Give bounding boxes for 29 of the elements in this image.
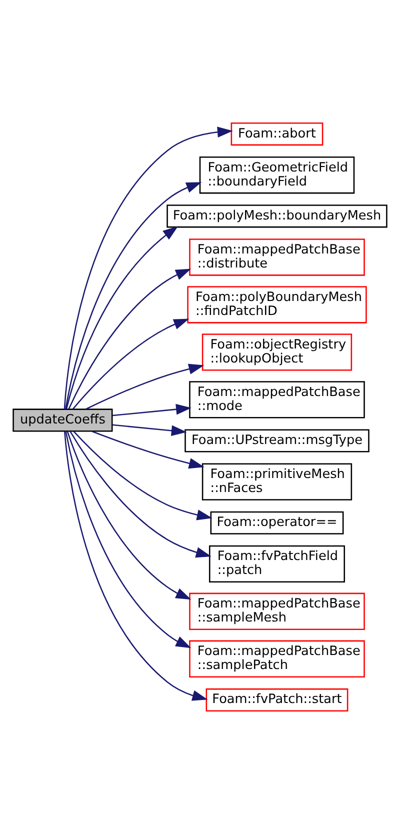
node-box: Foam::mappedPatchBase ::distribute — [189, 238, 365, 276]
arrow — [112, 403, 192, 416]
node-box: Foam::mappedPatchBase ::samplePatch — [189, 640, 365, 677]
arrow — [64, 430, 208, 700]
arrow — [72, 318, 190, 409]
arrow — [65, 182, 202, 409]
arrow — [68, 268, 192, 409]
node-box: Foam::polyMesh::boundaryMesh — [166, 204, 388, 228]
node-box: Foam::mappedPatchBase ::sampleMesh — [189, 592, 365, 630]
arrow — [64, 126, 233, 409]
arrow — [70, 430, 212, 558]
node-box: Foam::objectRegistry ::lookupObject — [202, 333, 352, 370]
arrow — [85, 363, 204, 410]
arrow — [112, 424, 187, 436]
node-box: Foam::fvPatch::start — [206, 688, 348, 711]
node-box: Foam::mappedPatchBase ::mode — [189, 380, 365, 418]
arrow — [66, 226, 178, 409]
arrow — [65, 430, 192, 648]
node-box: updateCoeffs — [12, 408, 113, 432]
node-box: Foam::fvPatchField ::patch — [208, 544, 345, 582]
arrow — [73, 430, 212, 520]
node-box: Foam::UPstream::msgType — [184, 428, 370, 452]
arrow — [66, 430, 192, 600]
arrow — [91, 430, 204, 468]
node-box: Foam::primitiveMesh ::nFaces — [202, 462, 352, 500]
node-box: Foam::operator== — [210, 510, 344, 534]
node-box: Foam::GeometricField ::boundaryField — [199, 156, 355, 194]
node-box: Foam::polyBoundaryMesh ::findPatchID — [187, 286, 367, 323]
node-box: Foam::abort — [230, 122, 324, 146]
